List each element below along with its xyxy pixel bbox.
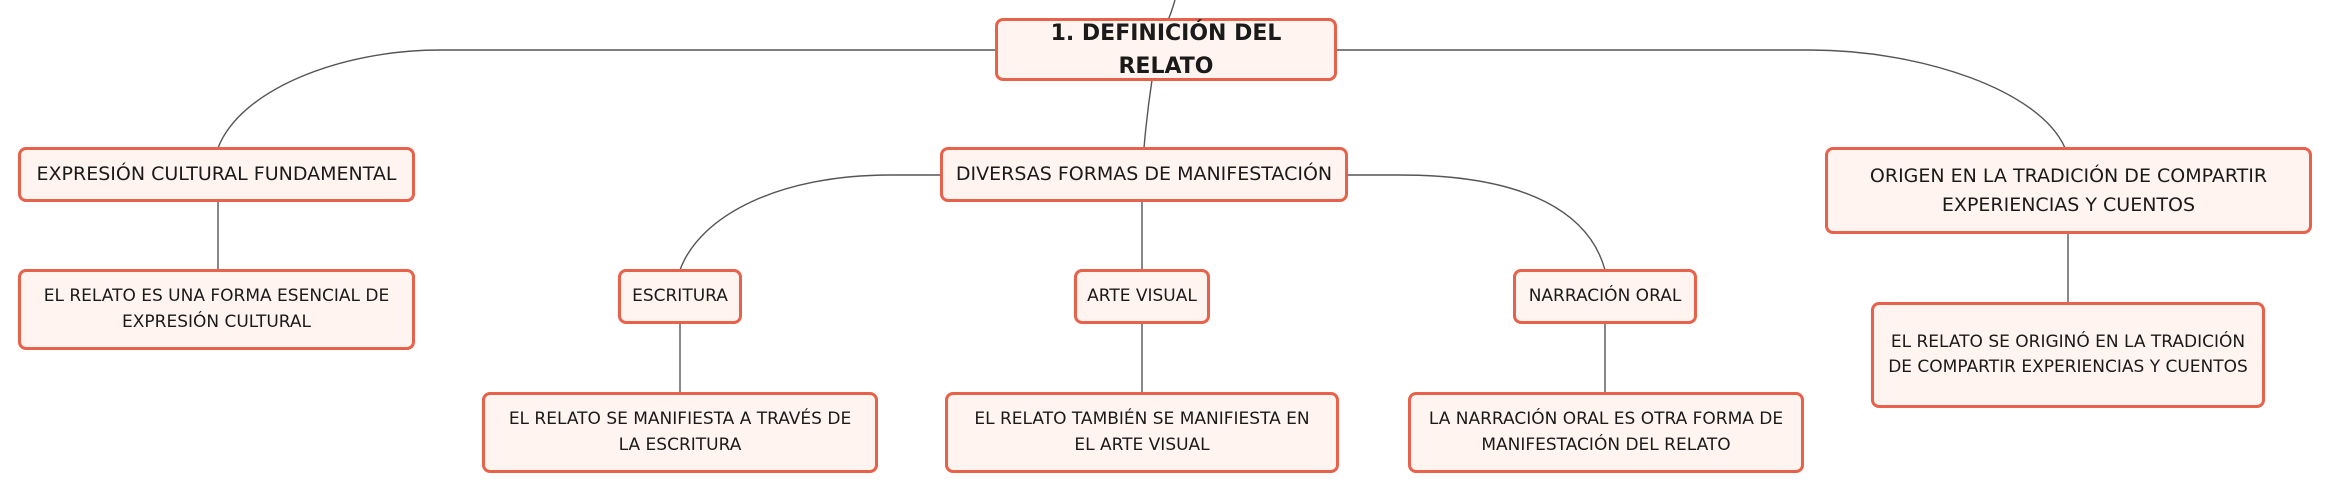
detail-escritura[interactable]: EL RELATO SE MANIFIESTA A TRAVÉS DE LA E… <box>482 392 878 473</box>
detail-label: EL RELATO SE MANIFIESTA A TRAVÉS DE LA E… <box>508 409 852 455</box>
root-topic[interactable]: 1. DEFINICIÓN DEL RELATO <box>995 18 1337 81</box>
connector-diversas-to-escritura <box>679 174 940 271</box>
topic-label: ORIGEN EN LA TRADICIÓN DE COMPARTIR EXPE… <box>1869 165 2268 216</box>
subtopic-label: NARRACIÓN ORAL <box>1528 285 1682 306</box>
topic-origen-tradicion[interactable]: ORIGEN EN LA TRADICIÓN DE COMPARTIR EXPE… <box>1825 147 2312 234</box>
connector-root-to-expresion <box>217 49 1000 149</box>
root-topic-label: 1. DEFINICIÓN DEL RELATO <box>1050 20 1282 79</box>
detail-label: EL RELATO SE ORIGINÓ EN LA TRADICIÓN DE … <box>1888 331 2248 378</box>
subtopic-label: ESCRITURA <box>632 285 728 306</box>
connector-diversas-to-narracion <box>1348 174 1606 271</box>
topic-expresion-cultural[interactable]: EXPRESIÓN CULTURAL FUNDAMENTAL <box>18 147 415 202</box>
topic-label: DIVERSAS FORMAS DE MANIFESTACIÓN <box>955 163 1333 186</box>
subtopic-label: ARTE VISUAL <box>1087 285 1197 306</box>
topic-label: EXPRESIÓN CULTURAL FUNDAMENTAL <box>36 163 397 186</box>
subtopic-arte-visual[interactable]: ARTE VISUAL <box>1074 269 1210 324</box>
subtopic-escritura[interactable]: ESCRITURA <box>618 269 742 324</box>
detail-narracion-oral[interactable]: LA NARRACIÓN ORAL ES OTRA FORMA DE MANIF… <box>1408 392 1804 473</box>
topic-diversas-formas[interactable]: DIVERSAS FORMAS DE MANIFESTACIÓN <box>940 147 1348 202</box>
subtopic-narracion-oral[interactable]: NARRACIÓN ORAL <box>1513 269 1697 324</box>
connector-root-to-origen <box>1335 49 2066 149</box>
detail-expresion-cultural[interactable]: EL RELATO ES UNA FORMA ESENCIAL DE EXPRE… <box>18 269 415 350</box>
detail-origen-tradicion[interactable]: EL RELATO SE ORIGINÓ EN LA TRADICIÓN DE … <box>1871 302 2265 408</box>
detail-label: LA NARRACIÓN ORAL ES OTRA FORMA DE MANIF… <box>1428 409 1784 455</box>
connector-root-to-diversas <box>1143 79 1153 149</box>
detail-label: EL RELATO ES UNA FORMA ESENCIAL DE EXPRE… <box>43 286 390 332</box>
detail-arte-visual[interactable]: EL RELATO TAMBIÉN SE MANIFIESTA EN EL AR… <box>945 392 1339 473</box>
detail-label: EL RELATO TAMBIÉN SE MANIFIESTA EN EL AR… <box>974 409 1310 455</box>
